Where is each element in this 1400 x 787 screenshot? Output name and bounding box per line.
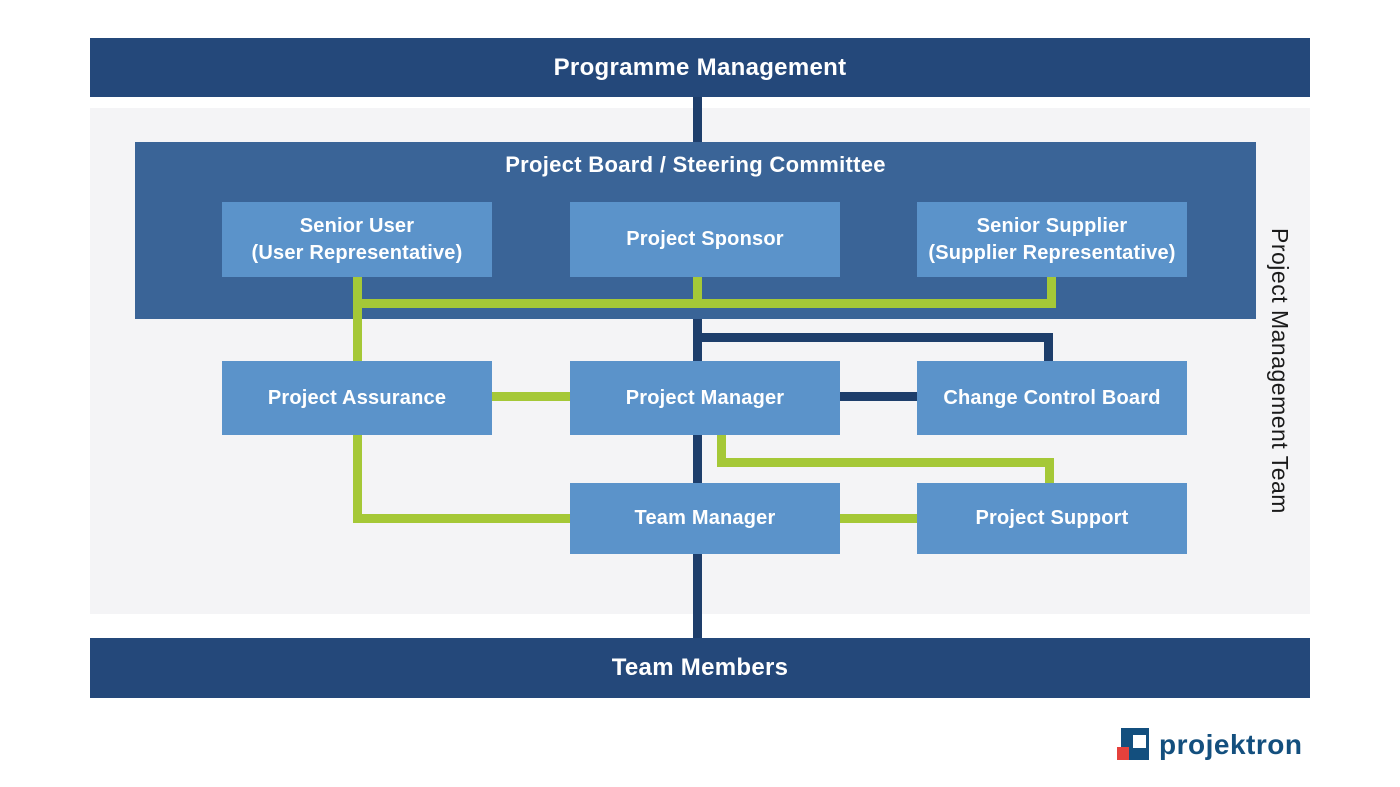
node-sublabel: (User Representative) [251,241,463,264]
projektron-logo: projektron [1117,726,1302,763]
connector-project-manager-down [717,435,726,467]
node-label: Project Assurance [267,386,447,409]
logo-red-square [1117,747,1129,760]
connector-project-manager-to-project-support-vertical [1045,458,1054,483]
node-label: Change Control Board [943,386,1161,409]
node-label: Senior Supplier [976,215,1128,238]
projektron-logo-text: projektron [1159,728,1303,760]
node-project-sponsor: Project Sponsor [570,202,840,277]
connector-project-sponsor-stub [693,277,702,308]
connector-board-members-horizontal [353,299,1056,308]
connector-programme-to-board [693,97,702,142]
connector-board-to-team-members-spine [693,319,702,638]
node-team-manager: Team Manager [570,483,840,554]
logo-white-notch [1133,735,1146,748]
node-change-control-board: Change Control Board [917,361,1187,435]
connector-team-manager-to-project-support [840,514,917,523]
connector-board-to-change-control-vertical [1044,333,1053,361]
node-senior-user: Senior User (User Representative) [222,202,492,277]
project-board-title: Project Board / Steering Committee [505,152,886,177]
connector-board-to-change-control-horizontal [693,333,1053,342]
node-project-support: Project Support [917,483,1187,554]
team-members-bar: Team Members [90,638,1310,698]
connector-senior-supplier-stub [1047,277,1056,308]
connector-senior-user-to-project-assurance [353,277,362,361]
connector-project-assurance-down [353,435,362,523]
node-label: Project Manager [625,386,785,409]
connector-project-manager-to-project-support-horizontal [717,458,1054,467]
node-sublabel: (Supplier Representative) [928,241,1176,264]
node-senior-supplier: Senior Supplier (Supplier Representative… [917,202,1187,277]
connector-project-assurance-to-team-manager [353,514,570,523]
connector-project-manager-to-change-control [840,392,917,401]
project-management-team-side-label: Project Management Team [1267,228,1293,514]
node-label: Project Sponsor [626,228,784,251]
projektron-logo-icon [1117,726,1150,763]
node-project-manager: Project Manager [570,361,840,435]
programme-management-bar: Programme Management [90,38,1310,97]
connector-project-assurance-to-project-manager [492,392,570,401]
node-label: Project Support [975,507,1129,530]
programme-management-label: Programme Management [553,53,847,81]
node-project-assurance: Project Assurance [222,361,492,435]
node-label: Senior User [299,215,415,238]
team-members-label: Team Members [611,654,789,681]
node-label: Team Manager [634,507,776,530]
